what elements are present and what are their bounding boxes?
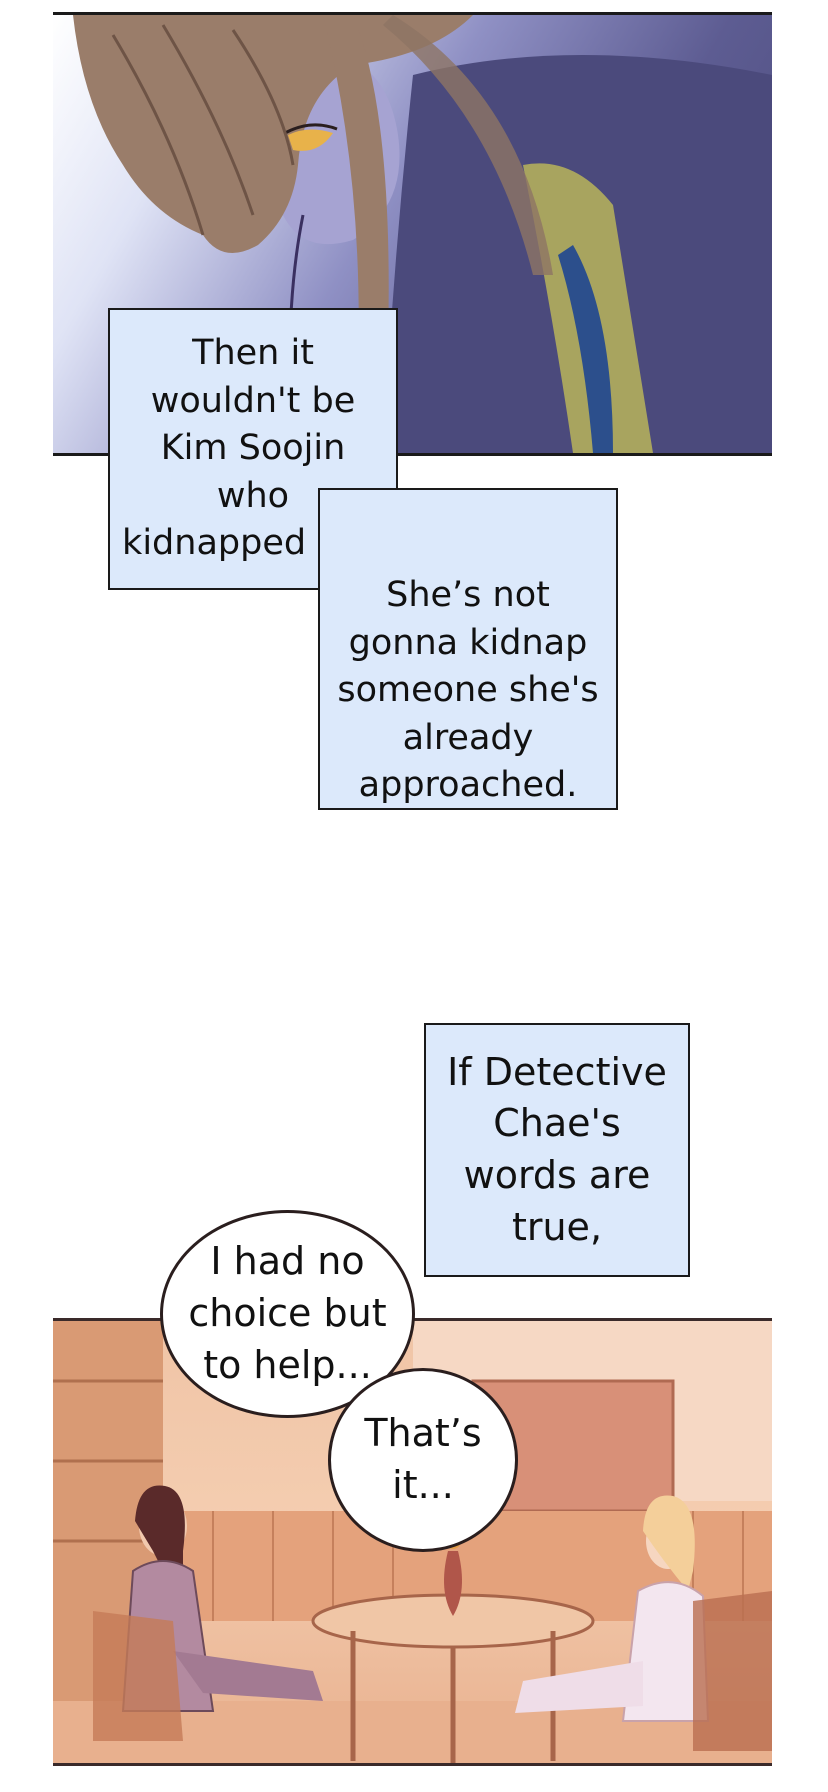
closeup-illustration [73,15,772,453]
bubble-text: That’s it... [364,1411,482,1507]
caption-box-detective-chae: If Detective Chae's words are true, [424,1023,690,1277]
bubble-text: I had no choice but to help... [188,1239,387,1387]
caption-box-not-gonna-kidnap: She’s not gonna kidnap someone she's alr… [318,488,618,810]
caption-text: She’s not gonna kidnap someone she's alr… [337,575,599,806]
caption-text: If Detective Chae's words are true, [447,1049,667,1249]
speech-bubble-thats-it: That’s it... [328,1368,518,1552]
